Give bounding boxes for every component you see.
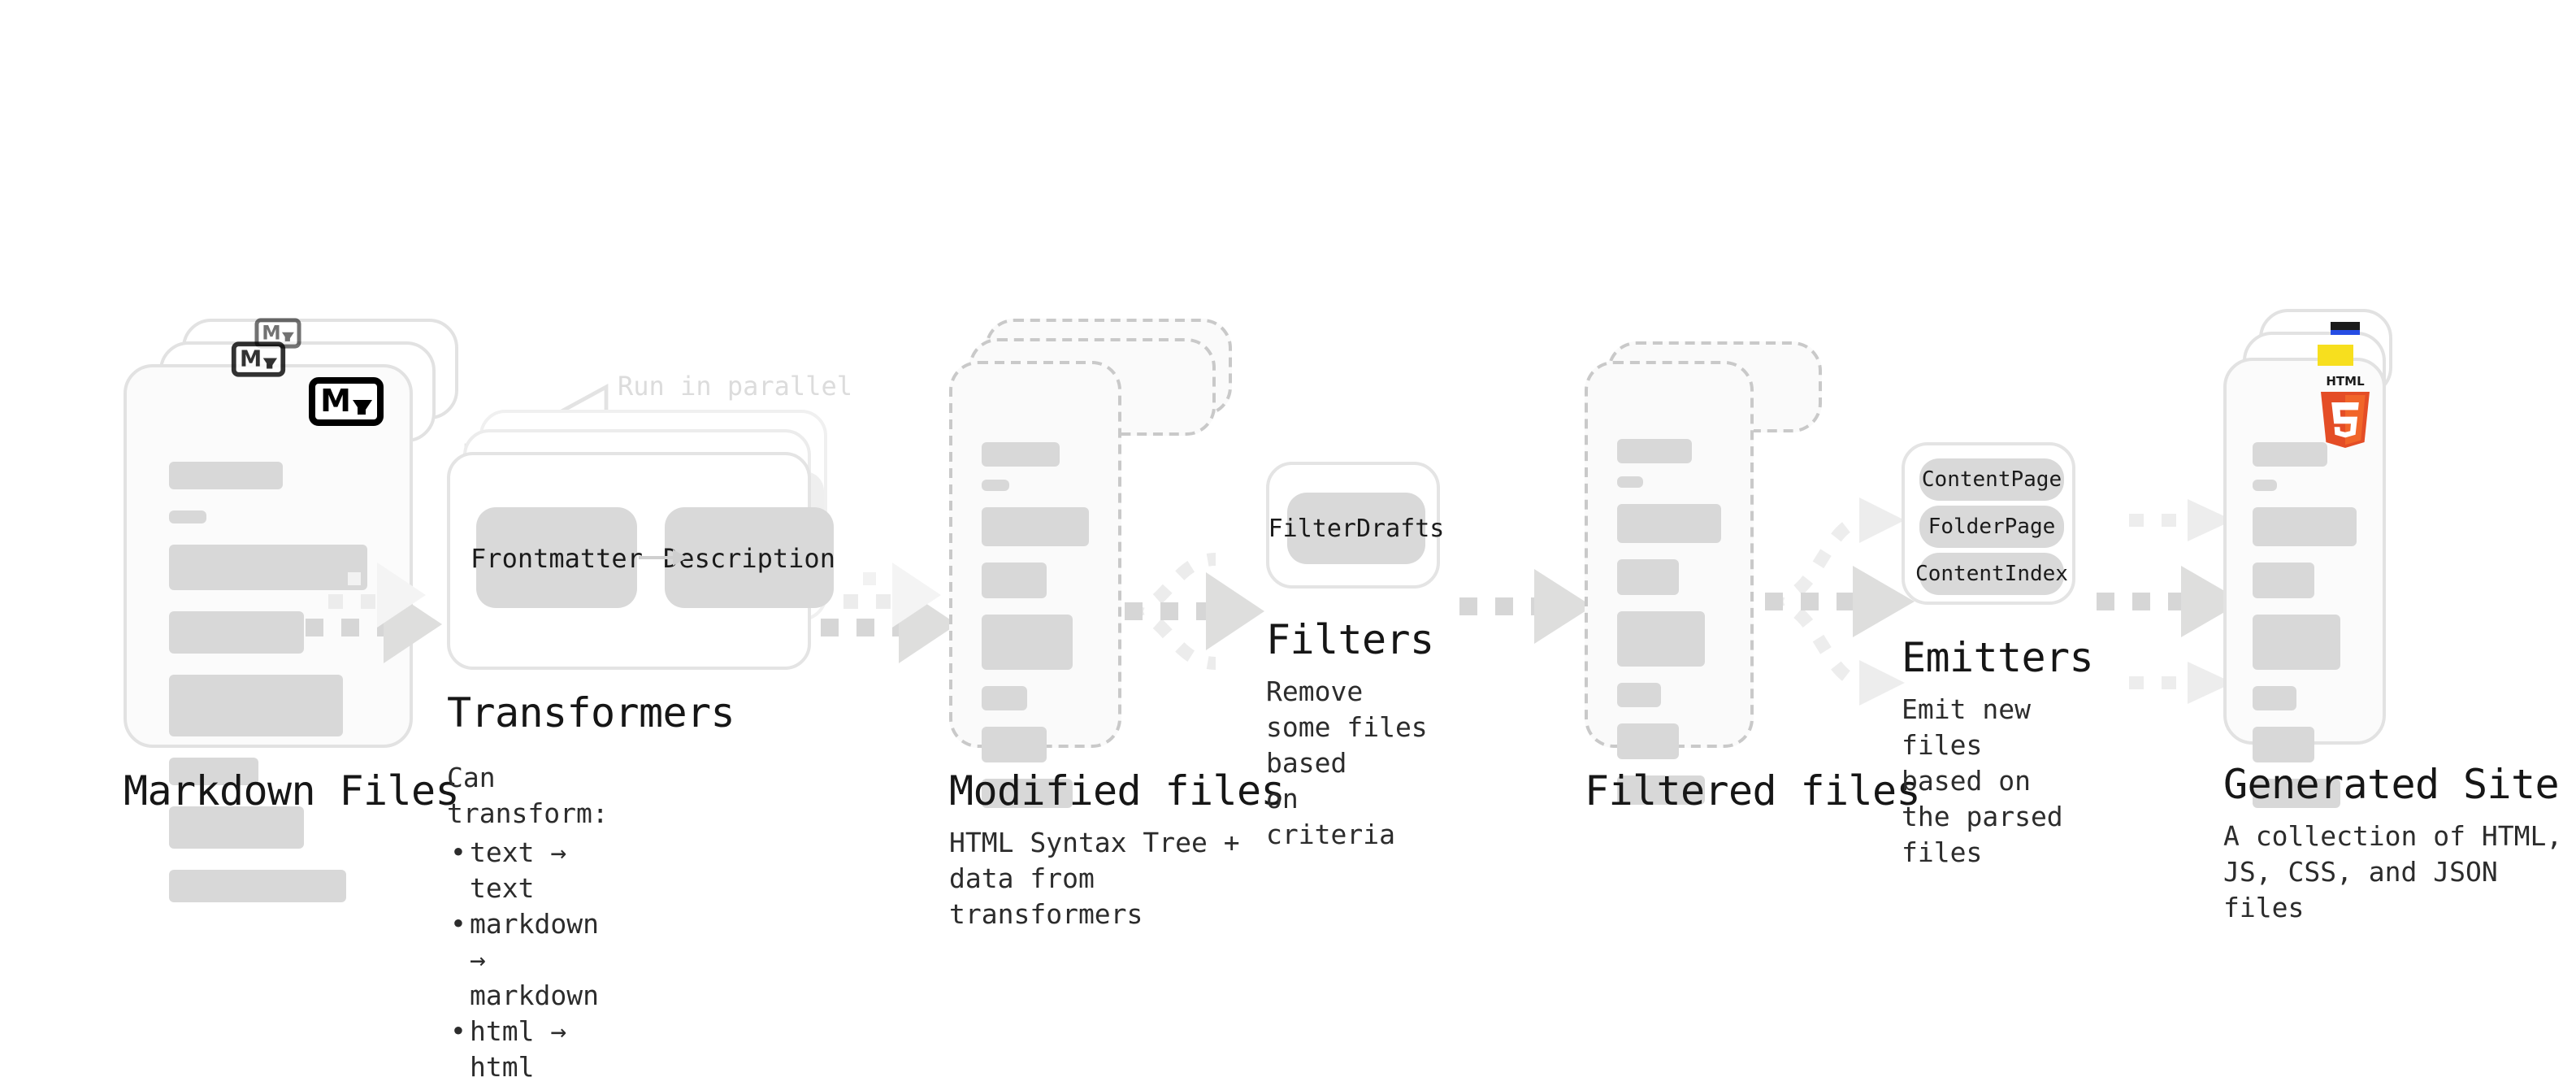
arrow-transformers-to-modified (821, 563, 957, 663)
stage-title-modified-files: Modified files (949, 767, 1286, 814)
transformers-capability-item: markdown → markdown (447, 907, 609, 1014)
markdown-icon-letter: M (320, 383, 351, 419)
generated-site-stack: HTML (2223, 309, 2565, 808)
transformers-capability-item: html → html (447, 1014, 609, 1086)
transformer-chip-frontmatter-label: Frontmatter (471, 542, 643, 573)
arrow-modified-to-filters (1125, 553, 1264, 670)
emitter-chip-folderpage-label: FolderPage (1928, 515, 2056, 539)
filtered-card-front (1585, 361, 1754, 805)
stage-modified-files: Modified files HTML Syntax Tree + data f… (949, 319, 1290, 930)
stage-emitters: ContentPage FolderPage ContentIndex Emit… (1902, 442, 2094, 868)
arrow-filtered-to-emitters (1765, 497, 1915, 706)
html5-icon: HTML (2308, 371, 2383, 452)
emitter-chip-contentpage[interactable]: ContentPage (1919, 458, 2064, 501)
stage-filters: FilterDrafts Filters Remove some files b… (1266, 462, 1444, 850)
emitter-chip-contentindex[interactable]: ContentIndex (1915, 553, 2068, 595)
modified-card-front (949, 361, 1121, 808)
stage-title-markdown-files: Markdown Files (124, 767, 460, 814)
stage-title-transformers: Transformers (447, 689, 735, 736)
transformer-layer-1: Frontmatter Description (447, 452, 835, 670)
arrow-filters-to-filtered (1459, 569, 1593, 644)
markdown-icon-arrow (352, 399, 372, 414)
stage-generated-site: HTML Generated Site A collection of HTML… (2223, 309, 2565, 923)
markdown-file-stack: M M M (124, 318, 465, 902)
markdown-icon: M (309, 377, 384, 426)
stage-title-generated-site: Generated Site (2223, 761, 2560, 808)
emitter-chip-contentindex-label: ContentIndex (1915, 562, 2068, 586)
js-icon (2318, 345, 2353, 366)
stage-markdown-files: M M M Markdown Files (124, 318, 465, 902)
svg-text:HTML: HTML (2326, 374, 2365, 389)
stage-subtitle-emitters: Emit new files based on the parsed files (1902, 694, 2063, 868)
stage-subtitle-generated-site: A collection of HTML, JS, CSS, and JSON … (2223, 821, 2563, 923)
markdown-icon-back-1: M (231, 341, 286, 377)
transformer-chip-description-label: Description (663, 542, 835, 573)
filtered-card-content (1617, 439, 1721, 805)
markdown-card-content (169, 462, 367, 923)
stage-title-emitters: Emitters (1902, 634, 2094, 681)
stage-subtitle-modified-files: HTML Syntax Tree + data from transformer… (949, 828, 1240, 930)
modified-file-stack (949, 319, 1290, 808)
transformers-capability-item: text → text (447, 836, 609, 907)
emitters-box: ContentPage FolderPage ContentIndex (1902, 442, 2075, 605)
transformer-chip-frontmatter[interactable]: Frontmatter (471, 507, 643, 608)
emitter-chip-folderpage[interactable]: FolderPage (1919, 506, 2064, 548)
run-in-parallel-label: Run in parallel (618, 371, 852, 402)
pipeline-diagram: M M M Markdown Files Run in parallel (0, 0, 2576, 681)
stage-title-filters: Filters (1266, 616, 1434, 663)
stage-title-filtered-files: Filtered files (1585, 767, 1921, 814)
arrow-markdown-to-transformers (306, 563, 442, 663)
transformers-capability-lead: Can transform: (447, 762, 609, 829)
transformers-capability-list: Can transform: text → text markdown → ma… (447, 761, 609, 1086)
transformer-arrow-layer-1 (639, 550, 687, 566)
modified-card-content (982, 442, 1089, 808)
stage-subtitle-filters: Remove some files based on criteria (1266, 676, 1428, 850)
emitter-chip-contentpage-label: ContentPage (1921, 467, 2062, 492)
css-icon (2331, 322, 2360, 335)
filter-chip-filterdrafts[interactable]: FilterDrafts (1268, 493, 1444, 564)
transformer-chip-description[interactable]: Description (663, 507, 835, 608)
filters-box: FilterDrafts (1266, 462, 1444, 589)
generated-card-content (2253, 442, 2357, 808)
filter-chip-filterdrafts-label: FilterDrafts (1268, 514, 1445, 543)
